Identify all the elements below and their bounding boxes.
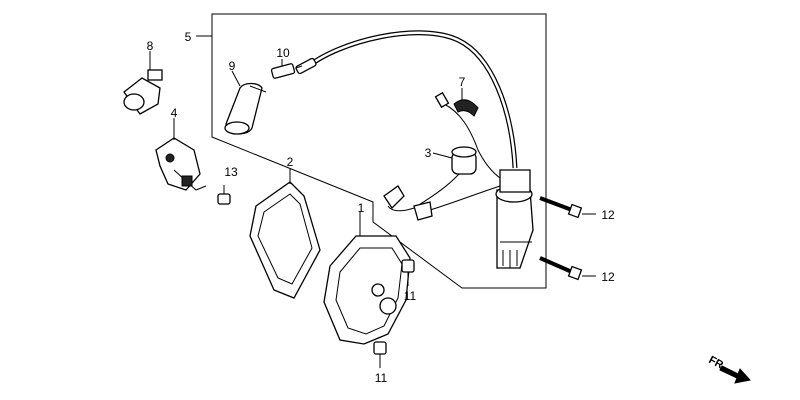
callout-5: 5 [185,30,192,44]
assembly-outline-5 [211,13,547,289]
bracket-part [155,118,207,191]
callout-12-upper: 12 [601,208,615,222]
gasket-part [249,168,321,299]
ignition-coil-part [295,30,534,269]
callout-2: 2 [287,155,294,169]
callout-8: 8 [147,39,154,53]
spark-plug-cap-part [123,51,163,115]
bolt-12-upper-part [539,196,596,219]
callout-7: 7 [459,75,466,89]
callout-10: 10 [276,46,290,60]
callout-9: 9 [229,59,236,73]
callout-11-upper: 11 [404,289,417,303]
callout-3: 3 [425,146,432,160]
callout-12-lower: 12 [601,270,615,284]
clip-part [270,59,303,79]
arrow-down-right-icon [719,365,751,384]
bolt-13-part [217,185,231,205]
bolt-12-lower-part [539,256,596,281]
cover-part [323,212,411,345]
bolt-11-lower-part [373,341,387,368]
callout-1: 1 [358,201,365,215]
callout-11-lower: 11 [375,371,388,385]
plug-cap-part [224,70,267,135]
condenser-part [432,146,477,175]
bolt-11-upper-part [401,259,415,286]
callout-4: 4 [171,106,178,120]
callout-13: 13 [224,165,238,179]
